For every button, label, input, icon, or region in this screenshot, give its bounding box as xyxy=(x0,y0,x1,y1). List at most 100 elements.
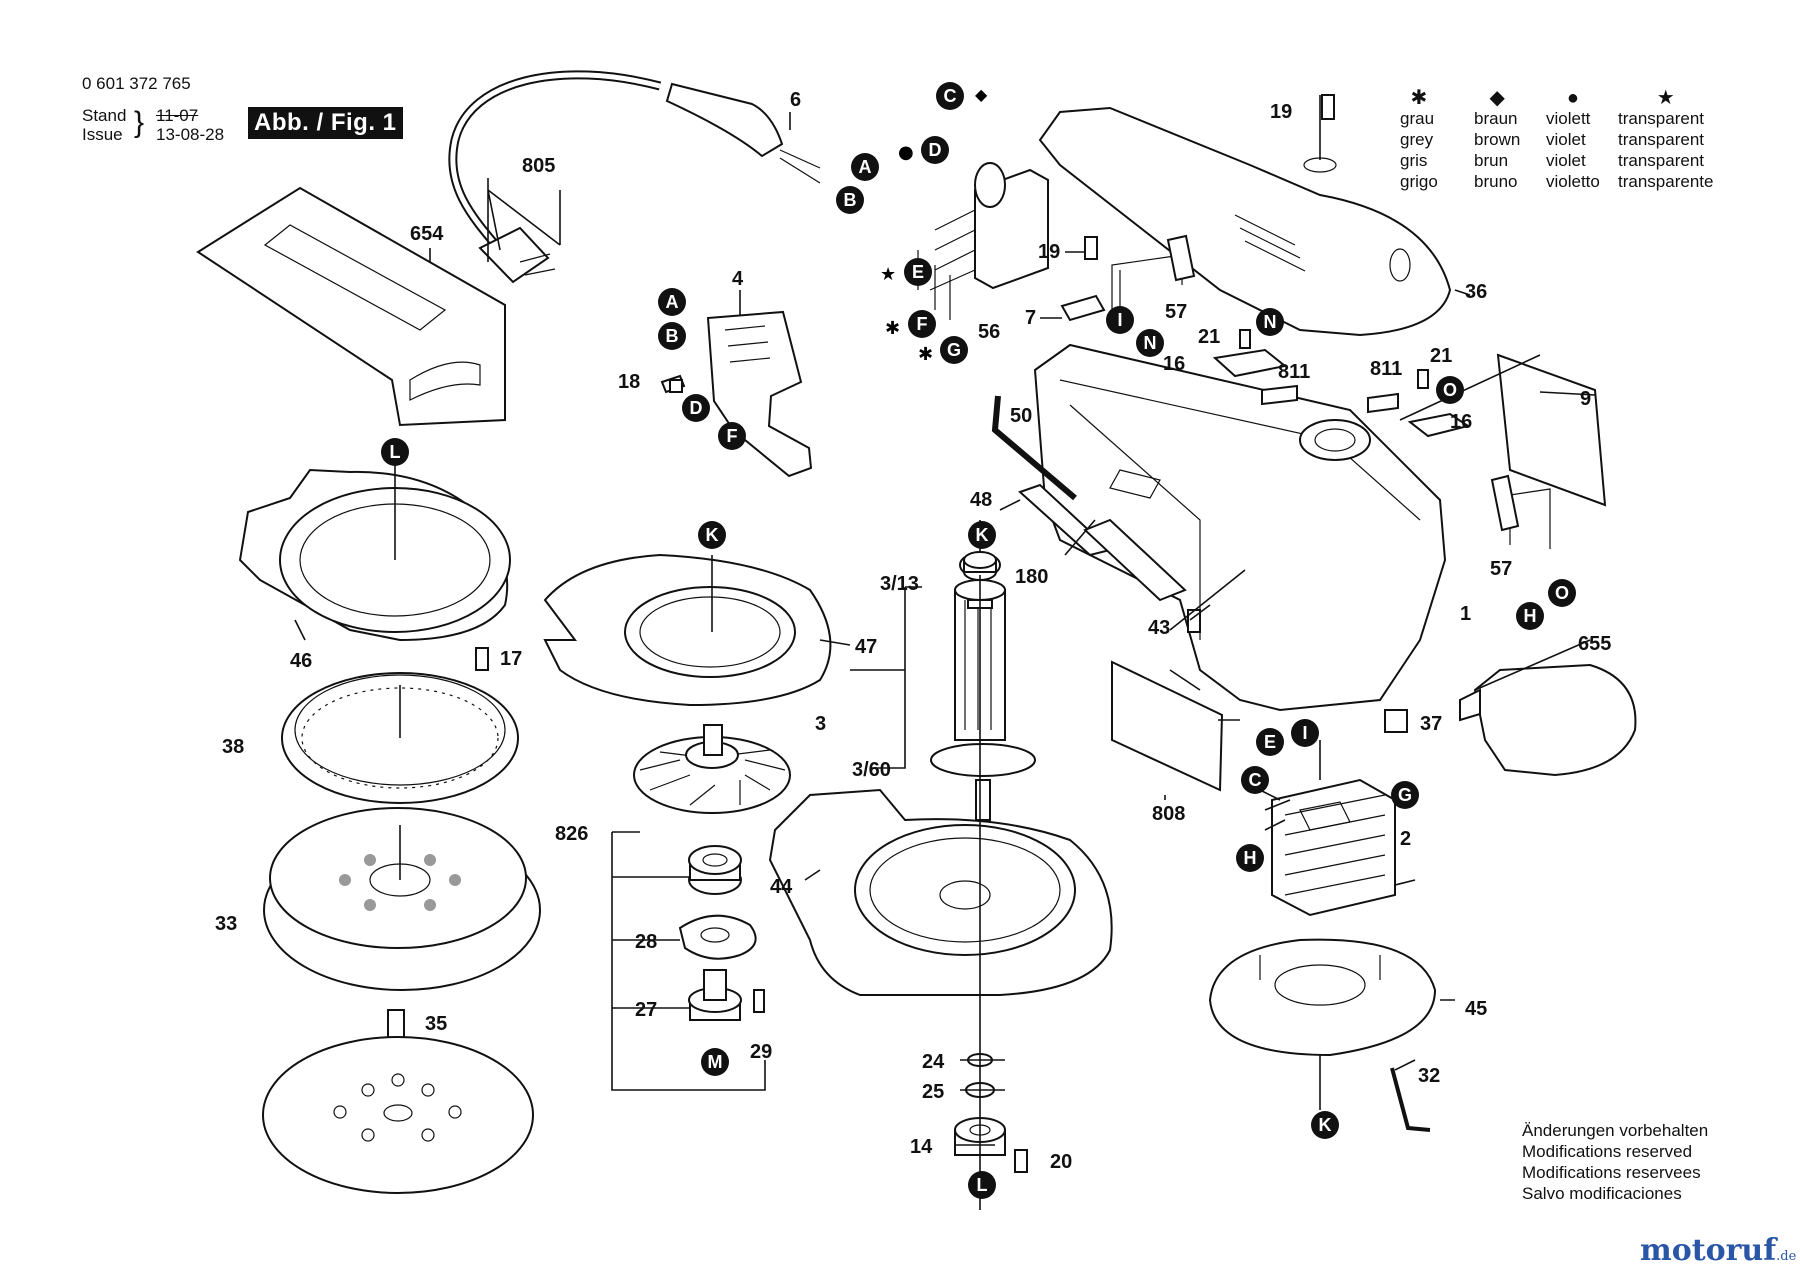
label-805: 805 xyxy=(522,155,555,177)
label-808: 808 xyxy=(1152,803,1185,825)
svg-text:O: O xyxy=(1555,583,1569,603)
screw-21-right xyxy=(1417,369,1429,389)
label-43: 43 xyxy=(1148,617,1170,639)
marker-b-switch: B xyxy=(658,322,686,350)
connector-markers: A B A B D F C D E F G I N N O H O L K K … xyxy=(381,82,1576,1199)
hex-key xyxy=(991,395,1077,501)
screw-18 xyxy=(669,379,683,393)
svg-text:A: A xyxy=(859,157,872,177)
label-9: 9 xyxy=(1580,388,1591,410)
label-32: 32 xyxy=(1418,1065,1440,1087)
svg-text:F: F xyxy=(727,426,738,446)
marker-h-right: H xyxy=(1516,602,1544,630)
marker-l-guard: K xyxy=(698,521,726,549)
marker-m-hood: L xyxy=(381,438,409,466)
sanding-disc xyxy=(262,1036,534,1194)
svg-text:A: A xyxy=(666,292,679,312)
violet-symbol: ● xyxy=(1566,87,1579,109)
label-3: 3 xyxy=(815,713,826,735)
label-17: 17 xyxy=(500,648,522,670)
fan xyxy=(633,724,791,814)
issue-label: Issue xyxy=(82,125,123,144)
power-cable xyxy=(448,70,821,284)
svg-text:K: K xyxy=(976,525,989,545)
fan-bearing xyxy=(688,845,742,895)
marker-n-top: N xyxy=(1136,329,1164,357)
sanding-pad xyxy=(263,807,541,991)
label-811-left: 811 xyxy=(1278,361,1310,383)
motor-housing xyxy=(1033,343,1447,712)
screw-20 xyxy=(1014,1149,1028,1173)
svg-text:K: K xyxy=(1319,1115,1332,1135)
marker-l-bottom: L xyxy=(968,1171,996,1199)
svg-text:K: K xyxy=(706,525,719,545)
label-27: 27 xyxy=(635,999,657,1021)
stator xyxy=(1271,778,1396,917)
svg-text:G: G xyxy=(1398,785,1412,805)
marker-o-brush: O xyxy=(1436,376,1464,404)
label-16-left: 16 xyxy=(1163,353,1185,375)
label-4: 4 xyxy=(732,268,744,290)
marker-i-top: I xyxy=(1106,306,1134,334)
label-50: 50 xyxy=(1010,405,1032,427)
plate-9 xyxy=(1496,353,1607,507)
label-1: 1 xyxy=(1460,603,1471,625)
label-25: 25 xyxy=(922,1081,944,1103)
colour-code-symbols: ◆ ● ★ ✱ ✱ xyxy=(880,85,988,365)
screw-29 xyxy=(753,989,765,1013)
nut xyxy=(1384,709,1408,733)
screw-17 xyxy=(475,647,489,671)
svg-text:I: I xyxy=(1302,723,1307,743)
label-36: 36 xyxy=(1465,281,1487,303)
marker-n-brush: N xyxy=(1256,308,1284,336)
marker-k-armature: K xyxy=(968,521,996,549)
svg-text:G: G xyxy=(947,340,961,360)
svg-text:D: D xyxy=(690,398,703,418)
label-46: 46 xyxy=(290,650,312,672)
label-28: 28 xyxy=(635,931,657,953)
label-21-right: 21 xyxy=(1430,345,1452,367)
fan-guard xyxy=(543,553,832,707)
svg-text:B: B xyxy=(844,190,857,210)
label-6: 6 xyxy=(790,89,801,111)
svg-text:H: H xyxy=(1524,606,1537,626)
part-number: 0 601 372 765 xyxy=(82,74,191,93)
screw-21-left xyxy=(1239,329,1251,349)
svg-text:N: N xyxy=(1264,312,1277,332)
marker-f-cap: F xyxy=(908,310,936,338)
marker-g-cap: G xyxy=(940,336,968,364)
wire-sets xyxy=(1111,234,1551,549)
svg-text:C: C xyxy=(944,86,957,106)
label-654: 654 xyxy=(410,223,444,245)
grey-symbol: ✱ xyxy=(1410,87,1428,109)
svg-text:◆: ◆ xyxy=(975,85,988,104)
marker-i-stator: I xyxy=(1291,719,1319,747)
label-19: 19 xyxy=(1038,241,1060,263)
issue-value: 13-08-28 xyxy=(156,125,225,144)
marker-a-cable: A xyxy=(851,153,879,181)
label-7: 7 xyxy=(1025,307,1036,329)
brush-holders xyxy=(1060,294,1471,438)
marker-e-cap: E xyxy=(904,258,932,286)
label-2: 2 xyxy=(1400,828,1411,850)
marker-g-stator: G xyxy=(1391,781,1419,809)
svg-text:N: N xyxy=(1144,333,1157,353)
marker-f-switch: F xyxy=(718,422,746,450)
marker-e-stator: E xyxy=(1256,728,1284,756)
label-33: 33 xyxy=(215,913,237,935)
marker-k-bottom: K xyxy=(1311,1111,1339,1139)
brown-symbol: ◆ xyxy=(1489,87,1505,109)
label-35: 35 xyxy=(425,1013,447,1035)
marker-h-stator: H xyxy=(1236,844,1264,872)
svg-text:★: ★ xyxy=(880,264,896,285)
base-housing xyxy=(768,788,1113,996)
transparent-symbol: ★ xyxy=(1656,87,1675,109)
label-57-top: 57 xyxy=(1165,301,1187,323)
label-44: 44 xyxy=(770,876,793,898)
svg-text:L: L xyxy=(977,1175,988,1195)
svg-text:H: H xyxy=(1244,848,1257,868)
